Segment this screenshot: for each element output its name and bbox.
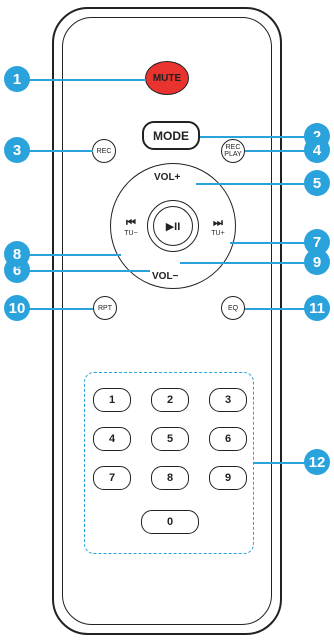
leader-line-8 (26, 254, 121, 256)
rec-button[interactable]: REC (92, 139, 116, 163)
key-7[interactable]: 7 (93, 466, 131, 490)
previous-tune-down-button[interactable]: ⏮ TU− (119, 217, 143, 237)
leader-line-10 (26, 308, 93, 310)
volume-down-button[interactable]: VOL− (152, 271, 179, 282)
leader-line-11 (245, 308, 310, 310)
leader-line-9 (180, 262, 310, 264)
callout-10: 10 (4, 295, 30, 321)
callout-9: 9 (304, 249, 330, 275)
play-pause-button[interactable]: ▶II (147, 200, 199, 252)
callout-8: 8 (4, 241, 30, 267)
key-9[interactable]: 9 (209, 466, 247, 490)
leader-line-4 (245, 150, 310, 152)
play-pause-icon: ▶II (165, 220, 181, 233)
callout-5: 5 (304, 170, 330, 196)
callout-1: 1 (4, 66, 30, 92)
key-4[interactable]: 4 (93, 427, 131, 451)
callout-3: 3 (4, 137, 30, 163)
rec-play-label-bottom: PLAY (224, 151, 242, 158)
mute-button[interactable]: MUTE (145, 61, 189, 95)
next-tune-up-button[interactable]: ⏭ TU+ (206, 217, 230, 237)
key-2[interactable]: 2 (151, 388, 189, 412)
leader-line-5 (196, 183, 310, 185)
repeat-button[interactable]: RPT (93, 296, 117, 320)
callout-11: 11 (304, 295, 330, 321)
leader-line-12 (254, 462, 310, 464)
navigation-ring (110, 163, 236, 289)
leader-line-6 (26, 270, 150, 272)
tune-up-label: TU+ (211, 230, 225, 237)
leader-line-1 (26, 79, 146, 81)
tune-down-label: TU− (124, 230, 138, 237)
rec-play-button[interactable]: REC PLAY (221, 139, 245, 163)
key-6[interactable]: 6 (209, 427, 247, 451)
leader-line-7 (230, 242, 310, 244)
eq-button[interactable]: EQ (221, 296, 245, 320)
callout-12: 12 (304, 449, 330, 475)
key-1[interactable]: 1 (93, 388, 131, 412)
key-3[interactable]: 3 (209, 388, 247, 412)
callout-4: 4 (304, 137, 330, 163)
key-5[interactable]: 5 (151, 427, 189, 451)
keypad-highlight-frame (84, 372, 254, 554)
key-8[interactable]: 8 (151, 466, 189, 490)
rec-play-label-top: REC (225, 144, 241, 151)
key-0[interactable]: 0 (141, 510, 199, 534)
leader-line-3 (26, 150, 93, 152)
mode-button[interactable]: MODE (142, 121, 200, 150)
remote-body-inner-outline (62, 17, 272, 625)
skip-next-icon: ⏭ (213, 217, 223, 229)
volume-up-button[interactable]: VOL+ (154, 172, 181, 183)
leader-line-2 (200, 136, 310, 138)
play-pause-inner-ring: ▶II (153, 206, 193, 246)
skip-previous-icon: ⏮ (126, 217, 136, 229)
